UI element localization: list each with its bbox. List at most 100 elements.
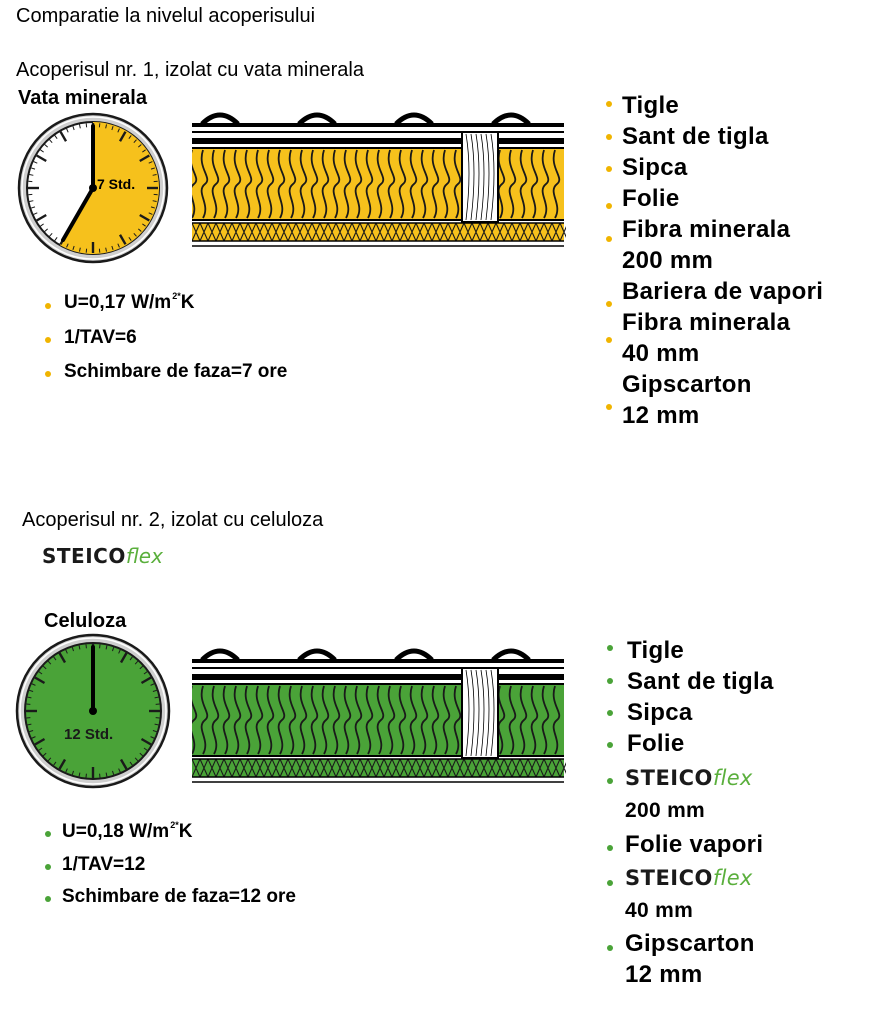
roof1-u-value: U=0,17 W/m2*K (64, 291, 194, 314)
layer-item: Folie (627, 730, 685, 757)
layer-item: Gipscarton (625, 930, 755, 957)
roof-tile (297, 112, 337, 126)
layer-item: 12 mm (622, 402, 700, 429)
clock-center (89, 707, 97, 715)
rafter-grain (465, 669, 470, 757)
steico-logo: STEICOflex (42, 544, 163, 569)
clock-minute-tick (148, 161, 153, 164)
insulation-lower-fibre (192, 222, 566, 242)
layer-item: Sant de tigla (627, 668, 774, 695)
bullet (606, 203, 612, 209)
clock-hour-tick (119, 652, 128, 664)
clock-minute-tick (142, 223, 146, 227)
clock-minute-tick (148, 212, 153, 215)
clock-minute-tick (65, 768, 68, 773)
clock-minute-tick (118, 768, 121, 773)
layer-item: 200 mm (622, 247, 714, 274)
clock-minute-tick (78, 247, 81, 252)
clock-minute-tick (66, 128, 69, 133)
layer-item: 40 mm (625, 899, 694, 922)
bullet (606, 236, 612, 242)
u-value-sup: 2* (172, 291, 181, 301)
clock-center (89, 184, 97, 192)
clock-minute-tick (154, 723, 159, 726)
roof2-phase-shift: Schimbare de faza=12 ore (62, 886, 296, 907)
roof-tile (200, 112, 240, 126)
steico-logo-bold: STEICO (42, 544, 126, 568)
clock-hour-tick (34, 676, 46, 685)
layer-item: Gipscarton (622, 371, 752, 398)
clock-minute-tick (128, 237, 132, 241)
bullet (45, 371, 51, 377)
roof1-clock-label: 7 Std. (97, 176, 136, 192)
rafter-grain (480, 133, 485, 221)
clock-hour-tick (140, 676, 152, 685)
clock-minute-tick (105, 124, 108, 129)
layer-item-steico: STEICOflex (625, 766, 753, 791)
u-value-text: U=0,17 W/m (64, 292, 172, 313)
clock-minute-tick (129, 761, 133, 766)
insulation-lower-fibre (192, 758, 566, 778)
clock-minute-tick (111, 245, 114, 250)
clock-minute-tick (152, 173, 157, 176)
clock-minute-tick (78, 645, 81, 650)
tile-base (192, 659, 564, 663)
roof-tile (200, 648, 240, 662)
clock-minute-tick (38, 671, 43, 675)
clock-minute-tick (117, 128, 120, 133)
clock-minute-tick (53, 761, 57, 766)
clock-bezel-highlight (21, 116, 165, 260)
bullet (607, 945, 613, 951)
clock-minute-tick (66, 243, 69, 248)
bullet (45, 896, 51, 902)
roof2-caption: Acoperisul nr. 2, izolat cu celuloza (22, 509, 324, 531)
clock-hour-hand (61, 186, 95, 242)
clock-minute-tick (133, 232, 137, 237)
clock-minute-tick (71, 770, 75, 775)
clock-hour-tick (118, 131, 127, 142)
layer-item: Tigle (627, 637, 685, 664)
clock-minute-tick (31, 206, 36, 209)
tile-base (192, 123, 564, 127)
steico-bold: STEICO (625, 866, 713, 890)
rafter-grain (470, 669, 475, 757)
clock-minute-tick (40, 223, 44, 227)
clock-minute-tick (44, 228, 49, 232)
bullet (606, 166, 612, 172)
clock-minute-tick (54, 237, 58, 241)
rafter-grain (490, 669, 495, 757)
bullet (606, 134, 612, 140)
clock-minute-tick (111, 770, 115, 775)
layer-item: 40 mm (622, 340, 700, 367)
clock-minute-tick (47, 757, 52, 762)
clock-hour-tick (139, 213, 150, 222)
bullet (45, 831, 51, 837)
membrane-foil (192, 138, 564, 144)
rafter-grain (470, 133, 475, 221)
clock-minute-tick (128, 135, 132, 139)
layer-item: Folie (622, 185, 680, 212)
bullet (606, 301, 612, 307)
clock-hour-tick (58, 652, 67, 664)
clock-minute-tick (53, 656, 57, 661)
rafter-grain (475, 133, 480, 221)
layer-item: Fibra minerala (622, 216, 791, 243)
roof2-tav: 1/TAV=12 (62, 854, 146, 875)
membrane-foil (192, 674, 564, 680)
roof1-clock-title: Vata minerala (18, 87, 147, 109)
clock-minute-tick (152, 729, 157, 733)
bullet (607, 678, 613, 684)
clock-minute-tick (150, 736, 155, 739)
rafter-grain (465, 133, 470, 221)
roof1-section-diagram (192, 112, 566, 247)
bullet (45, 303, 51, 309)
steico-italic: flex (712, 866, 753, 890)
clock-minute-tick (54, 135, 58, 139)
clock-minute-tick (38, 747, 43, 751)
layer-item: Sipca (627, 699, 693, 726)
roof1-phase-shift: Schimbare de faza=7 ore (64, 361, 288, 382)
roof2-clock-title: Celuloza (44, 610, 127, 632)
layer-item: Sipca (622, 154, 688, 181)
layer-item: Sant de tigla (622, 123, 769, 150)
bullet (607, 710, 613, 716)
